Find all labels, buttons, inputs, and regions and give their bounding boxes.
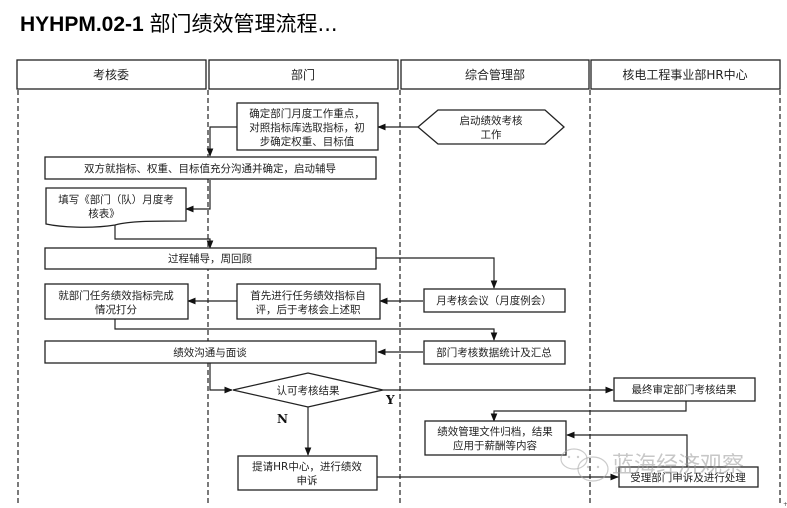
- handle-appeal-box: [618, 466, 759, 488]
- dept-plan-box: [236, 102, 379, 151]
- wechat-icon: [560, 448, 609, 482]
- connector-arrow: [185, 180, 211, 213]
- agree-node[interactable]: 双方就指标、权重、目标值充分沟通并确定，启动辅导: [44, 156, 377, 180]
- final-review-box: [613, 377, 756, 402]
- lane-header-hr-center: [590, 59, 781, 90]
- agree-box: [44, 156, 377, 180]
- connector-arrow: [114, 224, 214, 249]
- start-hexagon: [416, 109, 565, 145]
- dept-plan-node[interactable]: 确定部门月度工作重点， 对照指标库选取指标，初 步确定权重、目标值: [236, 102, 379, 151]
- node-text: 首先进行任务绩效指标自: [250, 289, 366, 302]
- connectors: [114, 123, 688, 481]
- node-text: 受理部门申诉及进行处理: [630, 471, 746, 484]
- coaching-node[interactable]: 过程辅导，周回顾: [44, 247, 377, 270]
- self-eval-box: [236, 283, 381, 320]
- lane-label: 综合管理部: [465, 67, 525, 82]
- lane-header-department: [208, 59, 399, 90]
- fill-form-node[interactable]: 填写《部门（队）月度考 核表》: [45, 187, 187, 228]
- branch-label-yes: Y: [385, 393, 395, 407]
- branch-label-no: N: [277, 412, 288, 426]
- node-text: 申诉: [297, 474, 318, 487]
- node-text: 月考核会议（月度例会）: [436, 294, 552, 307]
- lane-label: 核电工程事业部HR中心: [622, 67, 747, 82]
- node-text: 对照指标库选取指标，初: [249, 121, 365, 134]
- node-text: 部门考核数据统计及汇总: [436, 346, 552, 359]
- node-text: 双方就指标、权重、目标值充分沟通并确定，启动辅导: [84, 162, 336, 175]
- connector-arrow: [209, 363, 233, 394]
- node-text: 步确定权重、目标值: [260, 135, 355, 148]
- appeal-node[interactable]: 提请HR中心，进行绩效 申诉: [237, 455, 378, 491]
- node-text: 启动绩效考核: [460, 114, 523, 127]
- connector-arrow: [114, 318, 498, 341]
- lane-label: 部门: [291, 67, 315, 82]
- node-text: 就部门任务绩效指标完成: [58, 289, 174, 302]
- self-eval-node[interactable]: 首先进行任务绩效指标自 评，后于考核会上述职: [236, 283, 381, 320]
- stats-node[interactable]: 部门考核数据统计及汇总: [423, 340, 566, 365]
- watermark-text: 蓝海经济观察: [612, 453, 744, 478]
- fill-form-document: [45, 187, 187, 228]
- node-text: 填写《部门（队）月度考: [58, 193, 174, 206]
- connector-arrow: [566, 431, 688, 467]
- archive-node[interactable]: 绩效管理文件归档，结果 应用于薪酬等内容: [424, 420, 567, 456]
- node-text: 应用于薪酬等内容: [453, 439, 537, 452]
- title-name: 部门绩效管理流程...: [149, 12, 338, 36]
- node-text: 认可考核结果: [277, 384, 340, 397]
- lane-headers: 考核委 部门 综合管理部 核电工程事业部HR中心: [16, 59, 781, 90]
- handle-appeal-node[interactable]: 受理部门申诉及进行处理: [618, 466, 759, 488]
- page-title: HYHPM.02-1 部门绩效管理流程...: [20, 8, 338, 38]
- connector-arrow: [206, 126, 237, 157]
- connector-arrow: [376, 257, 498, 289]
- nodes: 启动绩效考核 工作 确定部门月度工作重点， 对照指标库选取指标，初 步确定权重、…: [44, 102, 759, 491]
- node-text: 评，后于考核会上述职: [256, 303, 361, 316]
- monthly-meeting-node[interactable]: 月考核会议（月度例会）: [423, 288, 566, 313]
- lane-label: 考核委: [93, 68, 129, 82]
- interview-node[interactable]: 绩效沟通与面谈: [44, 340, 377, 364]
- archive-box: [424, 420, 567, 456]
- node-text: 绩效沟通与面谈: [173, 346, 247, 359]
- scoring-box: [44, 283, 189, 320]
- connector-arrow: [490, 401, 687, 422]
- final-review-node[interactable]: 最终审定部门考核结果: [613, 377, 756, 402]
- decision-node[interactable]: 认可考核结果: [232, 372, 384, 408]
- title-code: HYHPM.02-1: [20, 13, 144, 36]
- node-text: 最终审定部门考核结果: [632, 383, 737, 396]
- node-text: 工作: [481, 129, 502, 141]
- monthly-meeting-box: [423, 288, 566, 313]
- scoring-node[interactable]: 就部门任务绩效指标完成 情况打分: [44, 283, 189, 320]
- node-text: 核表》: [88, 207, 120, 220]
- interview-box: [44, 340, 377, 364]
- start-node[interactable]: 启动绩效考核 工作: [416, 109, 565, 145]
- stats-box: [423, 340, 566, 365]
- lane-header-general-management: [400, 59, 590, 90]
- node-text: 提请HR中心，进行绩效: [252, 460, 362, 473]
- node-text: 情况打分: [95, 303, 137, 316]
- node-text: 过程辅导，周回顾: [168, 252, 252, 265]
- appeal-box: [237, 455, 378, 491]
- node-text: 绩效管理文件归档，结果: [437, 425, 553, 438]
- decision-diamond: [232, 372, 384, 408]
- node-text: 确定部门月度工作重点，: [249, 107, 365, 120]
- watermark: 蓝海经济观察: [560, 448, 744, 482]
- coaching-box: [44, 247, 377, 270]
- lane-header-assessment-committee: [16, 59, 207, 90]
- corner-mark: +: [783, 501, 787, 508]
